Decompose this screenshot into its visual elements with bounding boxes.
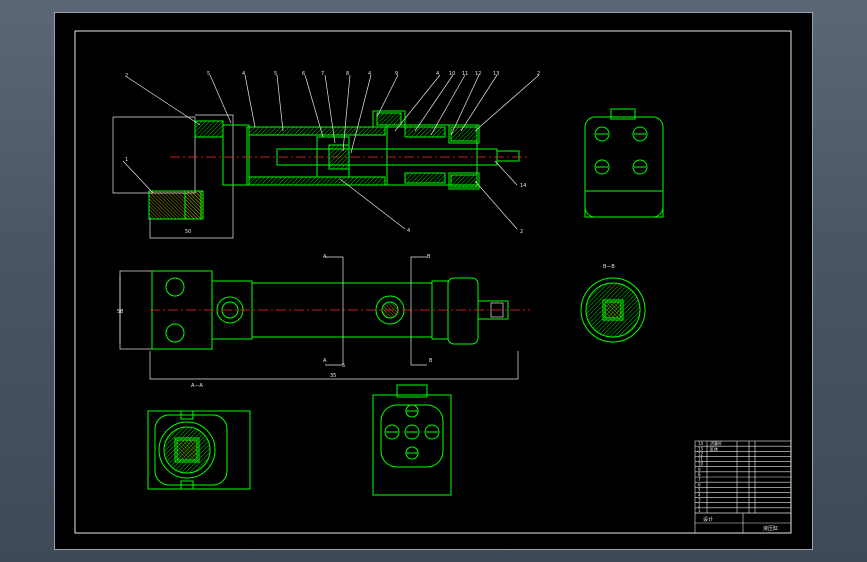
title-block-row-number: 9 [698,467,701,472]
balloon-label: 4 [407,228,410,234]
title-block-row-number: 1 [698,508,701,513]
dimension-label: 58 [117,309,123,315]
title-block-footer-left: 设计 [703,516,713,523]
elevation-view: A A B B 35 5 58 [117,254,530,380]
title-block-footer-right: 液压缸 [763,525,778,532]
title-block-row-number: 8 [698,472,701,477]
balloon-label: 5 [207,71,210,77]
balloon-label: 13 [493,71,499,77]
dimension-label: 35 [330,373,336,379]
title-block-row-number: 6 [698,482,701,487]
balloon-label: 9 [395,71,398,77]
title-block-row-number: 14 [698,441,704,446]
balloon-label: 7 [321,71,324,77]
title-block-row-number: 11 [698,457,704,462]
balloon-label: 5 [274,71,277,77]
drawing-sheet: 2 5 4 5 6 7 8 4 9 4 10 11 12 13 2 1 14 2… [54,12,813,550]
title-block-row-number: 3 [698,498,701,503]
drawing-border [74,30,792,534]
section-b-b: B—B [580,264,646,343]
section-a-bottom: A [323,358,327,364]
main-section-view: 2 5 4 5 6 7 8 4 9 4 10 11 12 13 2 1 14 2… [112,71,540,239]
title-block-row-number: 12 [698,451,704,456]
balloon-label: 4 [242,71,245,77]
title-block-row-number: 2 [698,503,701,508]
balloon-label: 1 [125,157,128,163]
title-block-row-name: 活塞杆 [710,440,722,446]
title-block-row-number: 5 [698,487,701,492]
balloon-label: 4 [368,71,371,77]
balloon-label: 2 [537,71,540,77]
balloon-label: 6 [302,71,305,77]
side-view [584,108,664,218]
drawing-canvas: 2 5 4 5 6 7 8 4 9 4 10 11 12 13 2 1 14 2… [74,30,792,534]
balloon-label: 4 [436,71,439,77]
balloon-label: 12 [475,71,481,77]
title-block-row-name: 缸体 [710,445,718,451]
section-a-top: A [323,254,327,260]
title-block-row-number: 4 [698,493,701,498]
title-block-row-number: 13 [698,446,704,451]
balloon-label: 11 [462,71,468,77]
section-b-bottom: B [429,358,433,364]
section-view-label: B—B [603,264,615,270]
title-block-row-number: 10 [698,462,704,467]
balloon-label: 2 [125,73,128,79]
balloon-label: 10 [449,71,455,77]
section-a-a: A—A [147,383,251,490]
balloon-label: 14 [520,183,526,189]
end-view [372,384,452,496]
dimension-label: 50 [185,229,191,235]
title-block-row-number: 7 [698,477,701,482]
section-b-top: B [427,254,431,260]
view-label: A—A [191,383,203,389]
balloon-label: 2 [520,229,523,235]
dimension-label: 5 [342,363,345,369]
balloon-label: 8 [346,71,349,77]
